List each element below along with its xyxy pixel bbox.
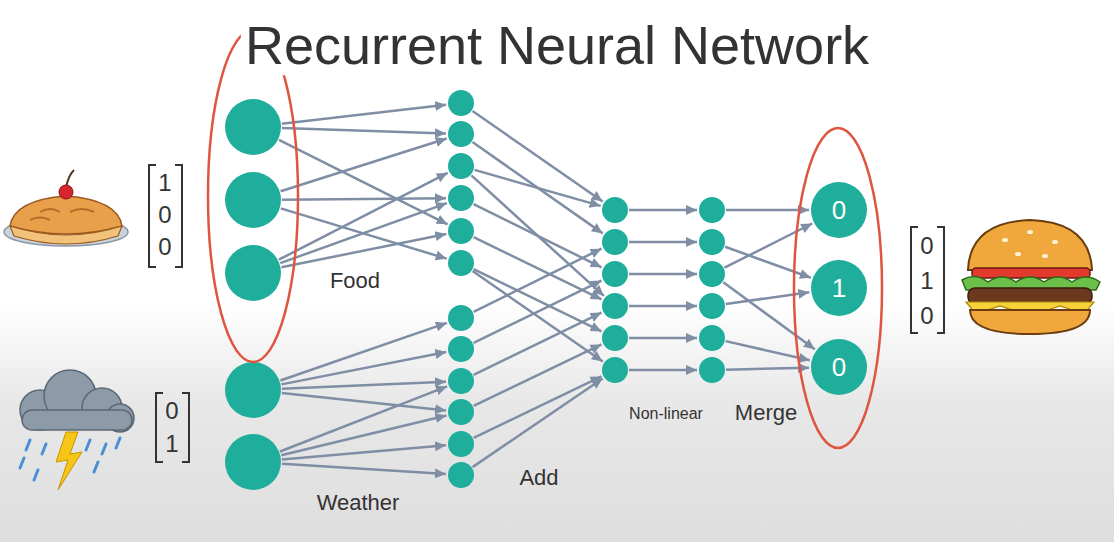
neuron [225, 99, 281, 155]
weight-arrow [280, 386, 447, 451]
weight-arrow [629, 241, 697, 244]
weight-arrow [474, 281, 602, 343]
weight-arrow [726, 368, 809, 370]
weight-arrow [474, 344, 602, 405]
output-neuron: 0 [811, 339, 867, 395]
neuron [448, 305, 474, 331]
weight-arrow [281, 234, 446, 267]
layer-label: Food [330, 269, 380, 293]
neuron [699, 229, 725, 255]
output-value: 1 [832, 275, 846, 301]
weight-arrow [281, 139, 447, 192]
neuron [448, 121, 474, 147]
layer-label: Weather [317, 491, 400, 515]
weight-arrow [281, 352, 446, 384]
weight-arrow [280, 203, 447, 263]
pie-icon [4, 170, 128, 246]
weight-arrow [474, 376, 602, 437]
neuron [602, 229, 628, 255]
output-neuron: 0 [811, 182, 867, 238]
weight-arrow [282, 105, 446, 124]
neuron [448, 336, 474, 362]
weight-arrow [472, 271, 602, 361]
neuron [448, 185, 474, 211]
neuron [448, 153, 474, 179]
weight-arrow [474, 249, 602, 312]
vector-digit: 0 [158, 234, 171, 260]
vector-digit: 0 [158, 202, 171, 228]
layer-label: Merge [732, 401, 800, 425]
weight-arrow [472, 142, 602, 233]
neuron [448, 250, 474, 276]
neuron [448, 218, 474, 244]
weight-arrow [629, 209, 697, 212]
neuron [602, 293, 628, 319]
input-ellipse [208, 30, 298, 362]
weight-arrow [629, 305, 697, 308]
weight-arrow [629, 337, 697, 340]
output-ellipse [794, 128, 882, 448]
storm-cloud-icon [20, 370, 134, 490]
output-value: 0 [832, 354, 846, 380]
weight-arrow [474, 170, 600, 206]
neuron [225, 434, 281, 490]
vector-brackets [149, 165, 944, 462]
neuron [225, 362, 281, 418]
weight-arrow [629, 369, 697, 372]
weight-arrow [279, 173, 448, 260]
vector-digit: 1 [158, 170, 171, 196]
neuron [602, 325, 628, 351]
neuron [699, 293, 725, 319]
neuron [448, 431, 474, 457]
vector-digit: 0 [920, 233, 933, 259]
neuron [448, 368, 474, 394]
weight-arrow [282, 128, 446, 134]
weight-arrow [474, 313, 602, 375]
neuron [699, 197, 725, 223]
neuron [699, 261, 725, 287]
neurons [225, 90, 725, 490]
weight-arrow [725, 224, 813, 268]
burger-icon [962, 220, 1100, 334]
vector-digit: 0 [165, 398, 178, 424]
weight-arrow [282, 464, 446, 474]
neuron [602, 357, 628, 383]
neuron [699, 357, 725, 383]
layer-label: Add [519, 466, 558, 490]
neuron [602, 197, 628, 223]
output-value: 0 [832, 197, 846, 223]
vector-digit: 1 [920, 268, 933, 294]
weight-arrow [282, 198, 446, 200]
neuron [448, 462, 474, 488]
weight-arrow [629, 273, 697, 276]
weight-arrow [280, 323, 446, 381]
neuron [448, 90, 474, 116]
output-neuron: 1 [811, 260, 867, 316]
wires [279, 105, 815, 474]
neuron [448, 399, 474, 425]
layer-label: Non-linear [629, 405, 703, 423]
neuron [699, 325, 725, 351]
weight-arrow [473, 378, 603, 467]
vector-digit: 0 [920, 303, 933, 329]
title: Recurrent Neural Network [241, 16, 873, 75]
neuron [225, 245, 281, 301]
neuron [225, 172, 281, 228]
weight-arrow [282, 445, 446, 459]
neuron [602, 261, 628, 287]
weight-arrow [726, 209, 809, 212]
weight-arrow [281, 416, 446, 456]
weight-arrow [282, 382, 446, 389]
weight-arrow [723, 282, 815, 349]
vector-digit: 1 [165, 431, 178, 457]
